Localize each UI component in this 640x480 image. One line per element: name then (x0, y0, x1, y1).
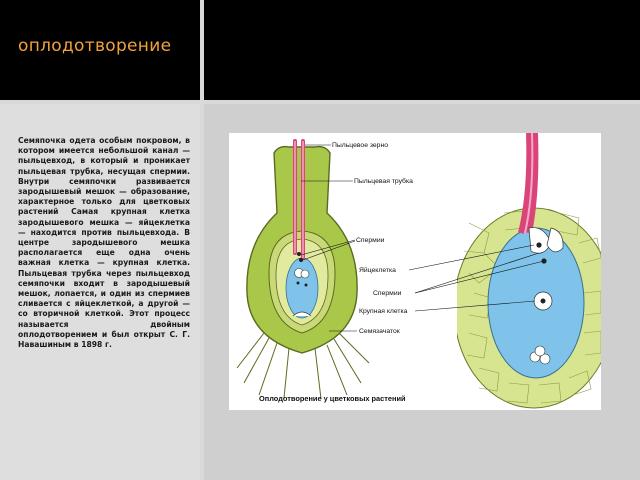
fertilization-figure: Пыльцевое зерно Пыльцевая трубка Спермии… (229, 133, 601, 410)
pistil-drawing (236, 139, 370, 400)
slide-title: оплодотворение (18, 36, 172, 56)
figure-caption: Оплодотворение у цветковых растений (259, 394, 406, 403)
label-ovule: Семязачаток (359, 328, 400, 335)
header-right-panel (204, 0, 640, 100)
label-central-cell: Крупная клетка (359, 308, 408, 315)
label-sperm-2: Спермии (373, 290, 402, 297)
label-pollen-grain: Пыльцевое зерно (332, 142, 388, 149)
label-pollen-tube: Пыльцевая трубка (354, 177, 413, 185)
closeup-drawing (457, 133, 601, 409)
left-content-panel (0, 104, 200, 480)
label-egg-cell: Яйцеклетка (359, 266, 396, 274)
fertilization-diagram: Пыльцевое зерно Пыльцевая трубка Спермии… (236, 133, 601, 409)
body-text: Семяпочка одета особым покровом, в котор… (18, 136, 190, 350)
header-left-panel (0, 0, 200, 100)
label-sperm-1: Спермии (356, 237, 385, 244)
